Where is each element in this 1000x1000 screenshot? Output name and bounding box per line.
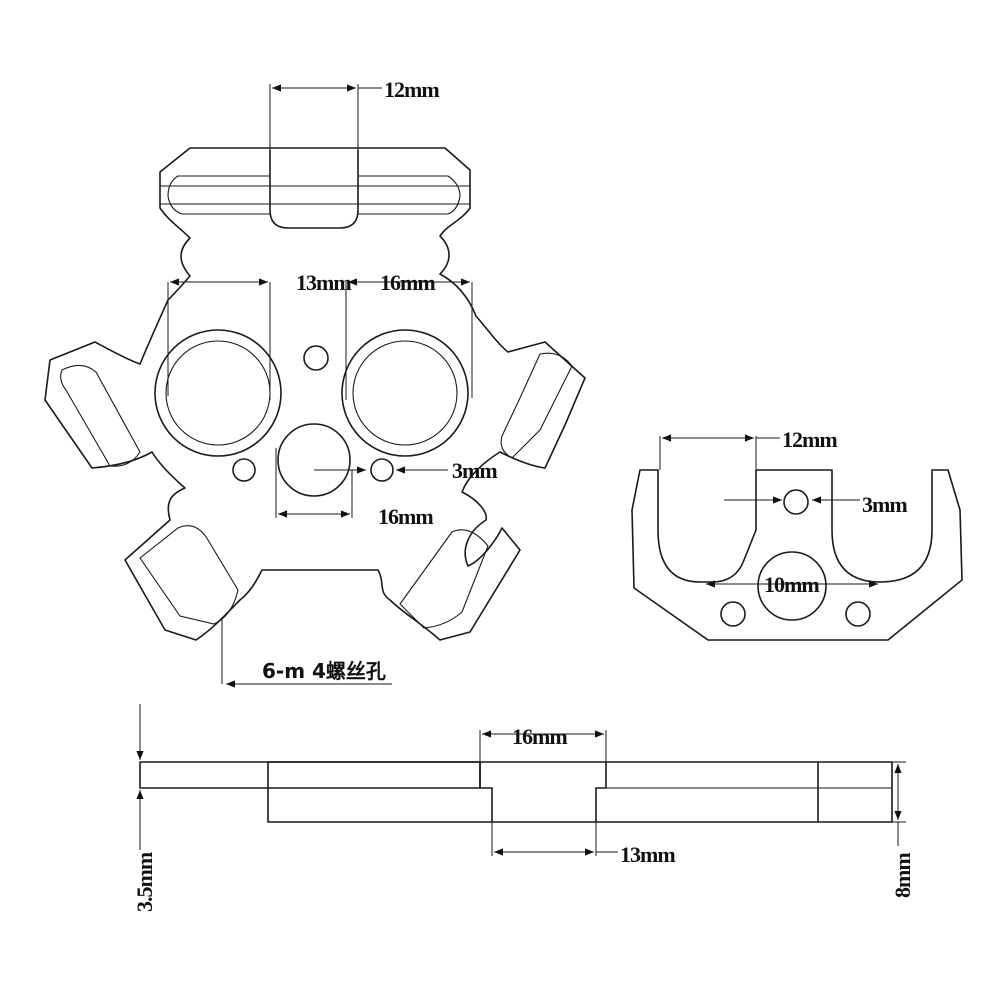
profile-thick-plate [267, 761, 893, 823]
profile-view: 16mm 13mm 3.5mm 8mm [132, 704, 915, 912]
small-hole-left [232, 458, 256, 482]
side-width-label: 12mm [782, 427, 837, 452]
small-hole-right [370, 458, 394, 482]
large-hole-left-inner [165, 340, 271, 446]
large-hole-right [341, 329, 469, 457]
side-view: 12mm 3mm 10mm [631, 427, 963, 641]
front-view-outline [44, 147, 586, 641]
side-top-hole [783, 489, 809, 515]
top-slot [269, 150, 359, 229]
large-hole-left [154, 329, 282, 457]
center-hole [277, 423, 351, 497]
profile-step-width-label: 16mm [512, 724, 567, 749]
dim-left-span-label: 13mm [296, 270, 351, 295]
dim-center-offset-label: 16mm [378, 504, 433, 529]
screw-holes-label: 6-m 4螺丝孔 [262, 659, 386, 683]
top-rail-pocket [167, 175, 270, 215]
top-rail-pocket-right [358, 175, 461, 215]
side-hole-label: 3mm [862, 492, 907, 517]
dim-center-hole-label: 3mm [452, 458, 497, 483]
right-arm-pocket [500, 352, 573, 459]
lower-right-arm-pocket [399, 529, 489, 629]
side-hole-left [720, 601, 746, 627]
left-arm-pocket [60, 364, 141, 467]
large-hole-right-inner [352, 340, 458, 446]
front-view: 12mm 13mm 16mm 3mm 16mm 6-m 4螺丝孔 [44, 77, 586, 688]
side-view-outline [631, 469, 963, 641]
profile-step-right [595, 762, 607, 822]
profile-step-lower-label: 13mm [620, 842, 675, 867]
profile-thick-label: 8mm [890, 853, 915, 898]
small-hole-top [303, 345, 329, 371]
profile-thin-label: 3.5mm [132, 852, 157, 912]
side-hole-right [845, 601, 871, 627]
dim-top-width-label: 12mm [384, 77, 439, 102]
profile-step [479, 762, 493, 822]
lower-left-arm-pocket [139, 525, 239, 625]
side-center-hole-label: 10mm [764, 572, 819, 597]
profile-thin-plate [139, 761, 481, 789]
dim-right-span-label: 16mm [380, 270, 435, 295]
